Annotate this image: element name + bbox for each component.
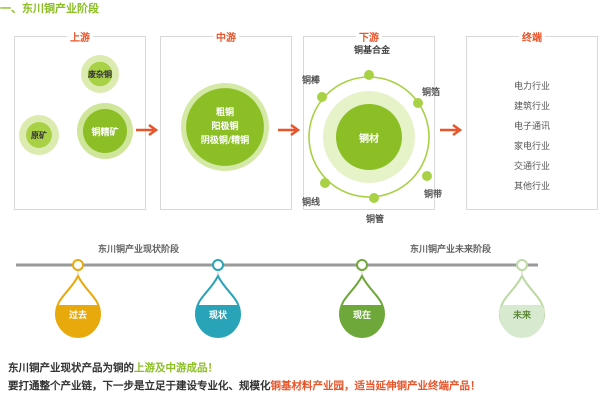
- drop-now: [338, 273, 386, 338]
- node-wire: [320, 178, 330, 188]
- terminal-item-telecom: 电子通讯: [513, 122, 550, 132]
- label-wire: 铜线: [302, 198, 321, 208]
- scrap-copper-circle: 废杂铜: [81, 55, 119, 93]
- raw-ore-circle: 原矿: [19, 115, 59, 155]
- raw-ore-label: 原矿: [31, 130, 47, 140]
- drop-now-label: 现在: [352, 311, 371, 321]
- summary-line-1: 东川铜产业现状产品为铜的上游及中游成品！: [8, 360, 218, 375]
- timeline-dot-past: [72, 259, 84, 271]
- timeline-dot-now: [356, 259, 368, 271]
- arrow-mid-to-down: [278, 123, 301, 137]
- drop-past: [54, 273, 102, 338]
- timeline-graphic: [16, 259, 546, 338]
- label-foil: 铜箔: [422, 88, 441, 98]
- panel-upstream-title: 上游: [67, 29, 93, 44]
- summary-line-1-highlight: 上游及中游成品！: [134, 362, 218, 374]
- node-foil: [413, 98, 423, 108]
- panel-upstream: 上游 废杂铜 原矿 铜精矿: [14, 29, 146, 210]
- copper-material-label: 铜材: [359, 133, 379, 145]
- terminal-item-appliance: 家电行业: [513, 142, 550, 152]
- copper-concentrate-label: 铜精矿: [91, 127, 119, 138]
- panel-terminal-title: 终端: [519, 29, 545, 44]
- scrap-copper-label: 废杂铜: [88, 69, 112, 79]
- refining-label-1: 粗铜: [215, 108, 234, 118]
- terminal-item-other: 其他行业: [513, 182, 550, 192]
- summary-line-2-text: 要打通整个产业链，下一步是立足于建设专业化、规模化: [8, 380, 271, 392]
- panel-downstream: 下游 铜基合金 铜棒 铜箔 铜线 铜带 铜管 铜材: [302, 29, 442, 225]
- copper-concentrate-circle: 铜精矿: [77, 103, 133, 159]
- future-stage-label: 东川铜产业未来阶段: [410, 245, 492, 255]
- panel-downstream-title: 下游: [356, 29, 382, 44]
- downstream-orbit: [308, 70, 432, 203]
- node-tube: [369, 193, 379, 203]
- drop-future-label: 未来: [512, 311, 531, 321]
- arrow-up-to-mid: [136, 123, 159, 137]
- drop-current: [194, 273, 242, 338]
- drop-current-label: 现状: [208, 311, 227, 321]
- terminal-item-power: 电力行业: [513, 82, 550, 92]
- label-rod: 铜棒: [302, 76, 321, 86]
- refining-circle: 粗铜 阳极铜 阴极铜/精铜: [181, 83, 269, 171]
- node-rod: [317, 92, 327, 102]
- label-alloy: 铜基合金: [354, 46, 391, 56]
- summary-line-2-highlight: 铜基材料产业园，适当延伸铜产业终端产品！: [270, 380, 481, 392]
- current-stage-label: 东川铜产业现状阶段: [98, 245, 180, 255]
- panel-midstream-title: 中游: [213, 29, 239, 44]
- copper-material-core: 铜材: [336, 104, 402, 170]
- drop-past-label: 过去: [68, 311, 87, 321]
- label-strip: 铜带: [424, 190, 443, 200]
- refining-label-2: 阳极铜: [211, 122, 239, 132]
- timeline-dot-current: [212, 259, 224, 271]
- section-title: 一、东川铜产业阶段: [0, 2, 99, 15]
- terminal-item-construction: 建筑行业: [513, 102, 550, 112]
- terminal-item-transport: 交通行业: [513, 162, 550, 172]
- refining-label-3: 阴极铜/精铜: [200, 136, 250, 146]
- summary-line-2: 要打通整个产业链，下一步是立足于建设专业化、规模化铜基材料产业园，适当延伸铜产业…: [8, 378, 481, 393]
- node-strip: [422, 171, 432, 181]
- node-alloy: [364, 70, 374, 80]
- panel-midstream: 中游 粗铜 阳极铜 阴极铜/精铜: [160, 29, 292, 210]
- label-tube: 铜管: [366, 215, 385, 225]
- panel-terminal: 终端 电力行业 建筑行业 电子通讯 家电行业 交通行业 其他行业: [466, 29, 598, 210]
- arrow-down-to-terminal: [440, 123, 463, 137]
- summary-line-1-text: 东川铜产业现状产品为铜的: [8, 362, 134, 374]
- timeline-dot-future: [516, 259, 528, 271]
- drop-future: [498, 273, 546, 338]
